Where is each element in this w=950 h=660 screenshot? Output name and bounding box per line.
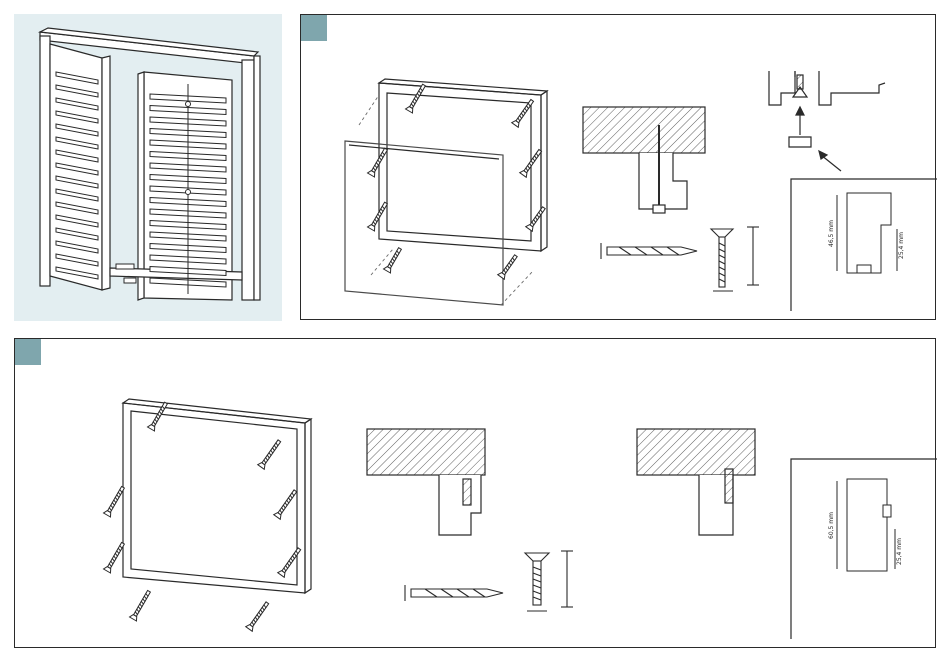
screw-icon xyxy=(520,148,544,177)
screw-icon xyxy=(384,246,404,273)
step-2-panel: 60,5 mm 25,4 mm xyxy=(14,338,936,648)
wall-section-b-icon xyxy=(637,429,755,535)
screw-icon xyxy=(274,488,299,519)
frame-profile-icon xyxy=(837,479,895,571)
screw-icon xyxy=(246,600,271,631)
screw-icon xyxy=(278,546,303,577)
step-1-diagram: 46,5 mm 25,4 mm xyxy=(301,15,937,321)
step2-height-label: 60,5 mm xyxy=(828,512,835,539)
step-2-diagram: 60,5 mm 25,4 mm xyxy=(15,339,937,649)
screw-icon xyxy=(498,253,519,279)
hero-shutter-illustration xyxy=(14,14,282,321)
wall-plug-icon xyxy=(769,71,885,171)
screw-icon xyxy=(525,551,573,611)
screw-icon xyxy=(406,83,428,113)
drill-bit-icon xyxy=(601,243,697,259)
screw-icon xyxy=(130,589,153,621)
wall-section-a-icon xyxy=(367,429,485,535)
drill-bit-icon xyxy=(405,585,503,601)
screw-icon xyxy=(258,438,283,469)
step2-depth-label: 25,4 mm xyxy=(896,538,903,565)
frame-profile-icon xyxy=(837,193,897,273)
frame-exploded-icon xyxy=(345,79,547,305)
step1-height-label: 46,5 mm xyxy=(828,220,835,247)
step-1-panel: 46,5 mm 25,4 mm xyxy=(300,14,936,320)
screw-icon xyxy=(526,205,547,231)
step1-depth-label: 25,4 mm xyxy=(898,232,905,259)
screw-icon xyxy=(711,227,759,291)
wall-section-icon xyxy=(583,107,705,213)
open-shutter-icon xyxy=(14,14,282,321)
